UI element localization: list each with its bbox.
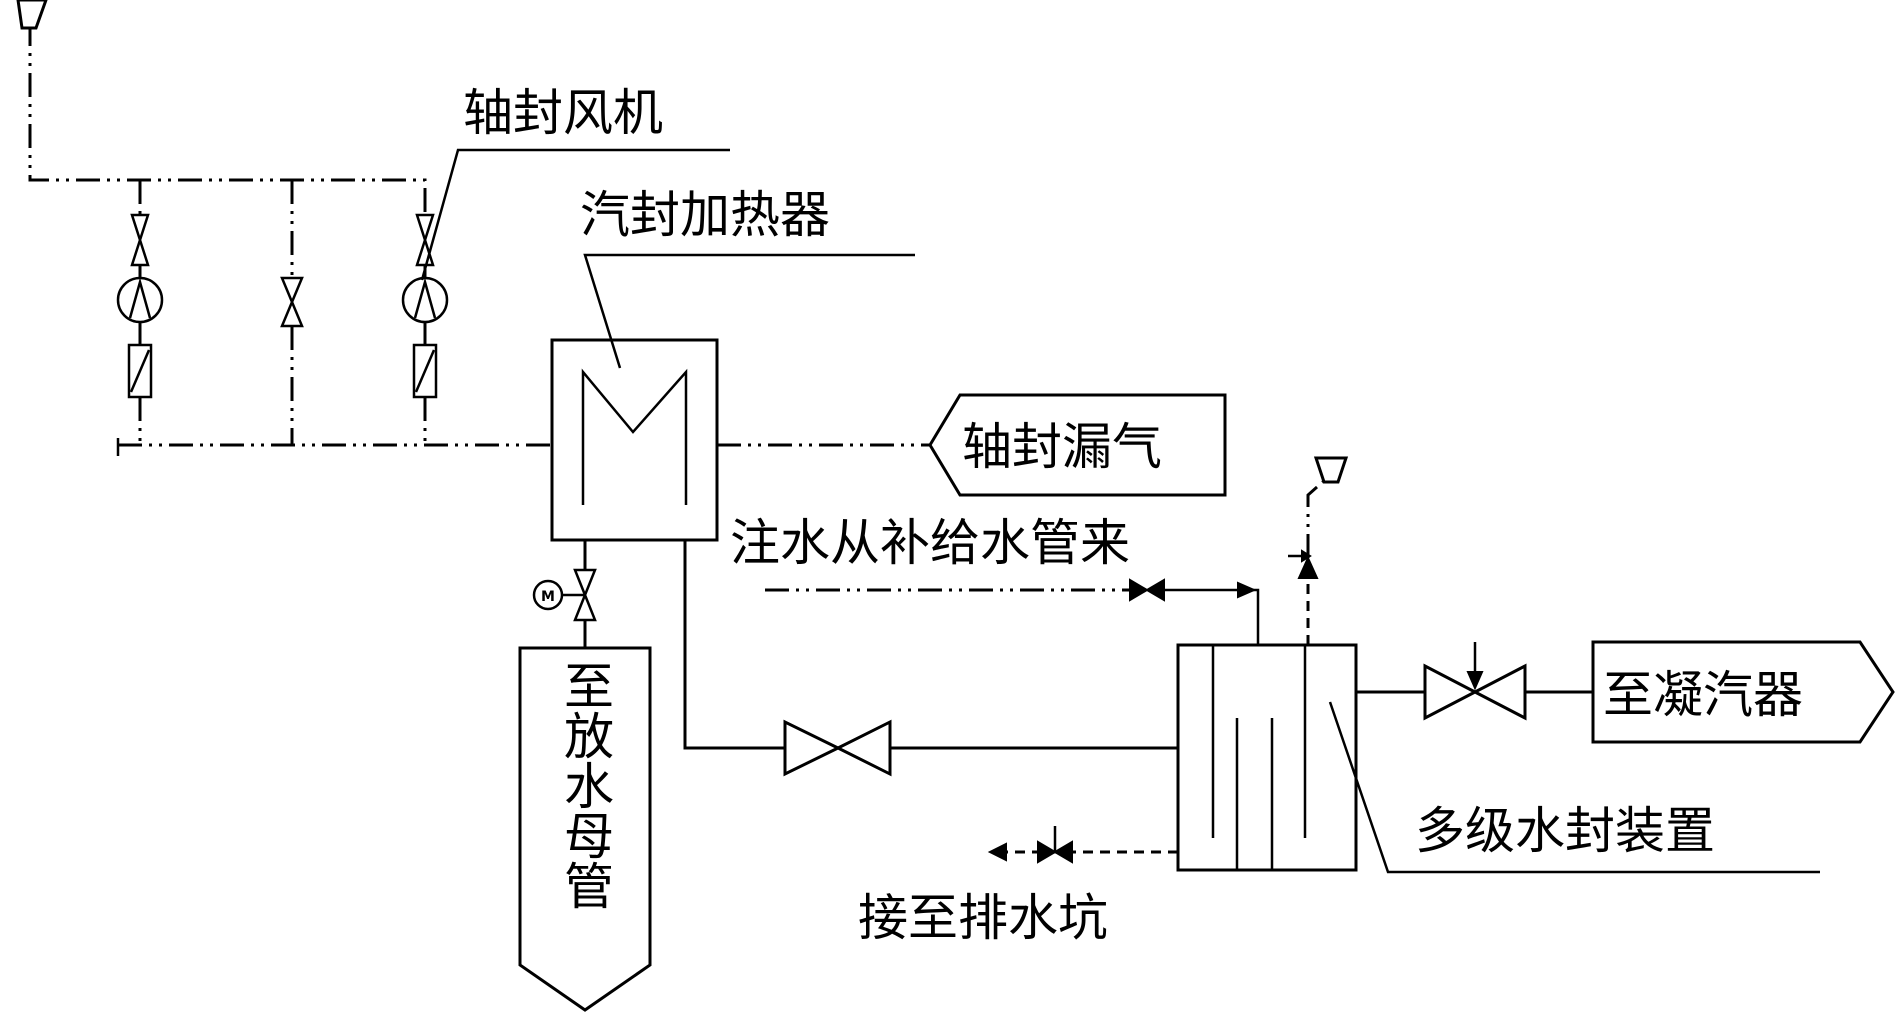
leak-steam-tag <box>928 393 1227 497</box>
water-seal-label: 多级水封装置 <box>1415 802 1715 860</box>
makeup-water-label: 注水从补给水管来 <box>730 514 1130 572</box>
gate-valve <box>130 213 150 267</box>
leak-steam-label: 轴封漏气 <box>962 418 1162 476</box>
fan-label: 轴封风机 <box>463 84 663 142</box>
heater-drain: M <box>532 540 597 648</box>
drain-pit-label: 接至排水坑 <box>858 889 1108 947</box>
drain-header-tag <box>518 646 652 1012</box>
fan-branch-1 <box>116 213 164 445</box>
gate-valve <box>415 213 435 267</box>
gate-valve <box>1423 663 1527 721</box>
fan-leader-line <box>420 148 730 281</box>
svg-text:M: M <box>541 589 555 605</box>
heater-coil-icon <box>581 368 688 505</box>
water-seal-leader-line <box>1328 701 1820 874</box>
solid-valve <box>1129 578 1165 602</box>
heater-to-seal-pipe <box>683 540 785 750</box>
condenser-label: 至凝汽器 <box>1603 666 1803 724</box>
bypass-branch <box>280 276 304 445</box>
heater-leader-line <box>583 253 915 369</box>
gate-valve <box>280 276 304 328</box>
heater-label: 汽封加热器 <box>580 186 830 244</box>
fan-suction-header <box>116 438 552 456</box>
vent-pipe <box>16 0 427 278</box>
seal-heater <box>550 338 719 542</box>
water-seal-device <box>1176 643 1358 872</box>
fan-branch-2 <box>401 213 449 445</box>
actuator-icon <box>532 579 564 611</box>
gate-valve <box>783 719 892 777</box>
condenser-tag <box>1591 640 1895 744</box>
drain-header-label: 至放水母管 <box>556 660 614 910</box>
